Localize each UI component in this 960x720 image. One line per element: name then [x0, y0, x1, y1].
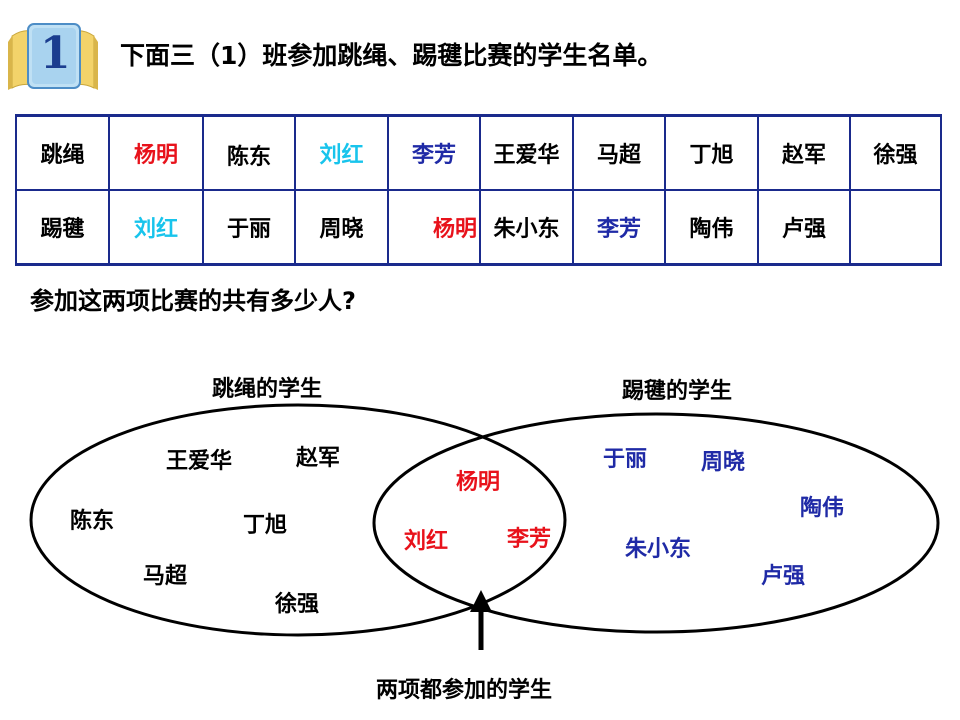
student-name: 丁旭 [689, 143, 734, 168]
right-only-name: 陶伟 [800, 496, 845, 521]
student-name: 杨明 [432, 217, 477, 242]
student-name: 于丽 [226, 217, 271, 242]
student-name: 周晓 [319, 217, 364, 242]
student-name: 马超 [596, 143, 641, 168]
student-name: 陶伟 [689, 217, 734, 242]
student-name: 杨明 [133, 143, 178, 168]
shuttlecock-set-title: 踢毽的学生 [622, 379, 733, 404]
book-number-icon: 1 [6, 14, 106, 94]
column-separator [108, 117, 110, 263]
student-name: 陈东 [226, 145, 271, 170]
arrow-icon [470, 590, 492, 650]
column-separator [387, 117, 389, 263]
column-separator [202, 117, 204, 263]
column-separator [294, 117, 296, 263]
column-separator [849, 117, 851, 263]
column-separator [757, 117, 759, 263]
student-name: 王爱华 [493, 143, 560, 168]
venn-diagram [29, 403, 940, 650]
row-label: 踢毽 [40, 217, 85, 242]
empty-cell [851, 191, 940, 263]
student-name: 徐强 [873, 143, 918, 168]
left-only-name: 赵军 [296, 446, 341, 471]
rope-skipping-set-title: 跳绳的学生 [212, 377, 323, 402]
left-only-name: 王爱华 [166, 449, 233, 474]
rope-skipping-set [29, 403, 567, 637]
both-name: 杨明 [456, 470, 501, 495]
student-name: 朱小东 [493, 217, 560, 242]
student-name: 卢强 [781, 217, 826, 242]
right-only-name: 朱小东 [625, 537, 692, 562]
student-name: 刘红 [133, 217, 178, 242]
left-only-name: 丁旭 [243, 513, 288, 538]
student-name: 刘红 [319, 143, 364, 168]
roster-row-rope-skipping: 跳绳 杨明 陈东 刘红 李芳 王爱华 马超 丁旭 赵军 徐强 [17, 117, 940, 189]
left-only-name: 马超 [143, 564, 188, 589]
shuttlecock-set [372, 412, 940, 634]
row-separator [17, 189, 940, 191]
student-name: 李芳 [596, 217, 641, 242]
student-name: 赵军 [781, 143, 826, 168]
column-separator [664, 117, 666, 263]
roster-row-shuttlecock: 踢毽 刘红 于丽 周晓 杨明 朱小东 李芳 陶伟 卢强 [17, 191, 940, 263]
page-title: 下面三（1）班参加跳绳、踢毽比赛的学生名单。 [120, 41, 663, 70]
left-only-name: 徐强 [275, 592, 320, 617]
both-name: 李芳 [507, 527, 552, 552]
column-separator [479, 117, 481, 263]
question-text: 参加这两项比赛的共有多少人? [30, 287, 356, 315]
badge-number: 1 [40, 28, 71, 79]
left-only-name: 陈东 [70, 509, 115, 534]
both-name: 刘红 [404, 529, 449, 554]
column-separator [572, 117, 574, 263]
intersection-caption: 两项都参加的学生 [376, 678, 553, 703]
right-only-name: 于丽 [603, 447, 648, 472]
student-name: 李芳 [411, 143, 456, 168]
right-only-name: 卢强 [761, 564, 806, 589]
right-only-name: 周晓 [701, 450, 746, 475]
row-label: 跳绳 [40, 143, 85, 168]
roster-table: 跳绳 杨明 陈东 刘红 李芳 王爱华 马超 丁旭 赵军 徐强 踢毽 刘红 于丽 … [15, 114, 942, 266]
